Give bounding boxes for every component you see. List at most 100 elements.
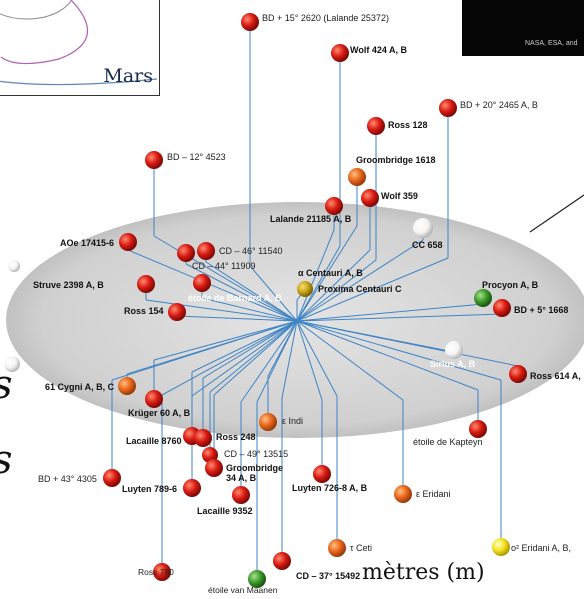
orbit-arc — [0, 0, 88, 65]
star-cd37 — [273, 552, 291, 570]
star-kapteyn — [469, 420, 487, 438]
radial-line-groombridge34 — [213, 320, 298, 396]
star-epseridani — [394, 485, 412, 503]
star-label-groombridge1618: Groombridge 1618 — [356, 155, 436, 165]
radial-line-barnard — [201, 297, 298, 322]
star-groombridge34 — [205, 459, 223, 477]
star-label-cc658: CC 658 — [412, 240, 443, 250]
radial-line-bd20 — [296, 257, 449, 322]
photo-panel — [462, 0, 584, 56]
radial-line-cc658 — [296, 239, 424, 322]
star-label-proxima: Proxima Centauri C — [318, 284, 402, 294]
star-label-epseridani: ε Eridani — [416, 489, 451, 499]
radial-line-wolf424 — [296, 245, 341, 322]
star-label-epsindi: ε Indi — [282, 416, 304, 426]
star-label-sirius: Sirius A, B — [430, 359, 476, 369]
star-bd43 — [103, 469, 121, 487]
star-label-ross614: Ross 614 A, — [530, 371, 581, 381]
radial-line-vanmaanen — [256, 320, 298, 403]
radial-line-aoe — [127, 249, 298, 322]
radial-line-kapteyn — [296, 320, 479, 391]
star-ross248 — [194, 429, 212, 447]
star-label-ross154: Ross 154 — [124, 306, 164, 316]
star-wolf359 — [361, 189, 379, 207]
star-label-vanmaanen: étoile van Maanen — [208, 585, 278, 595]
radial-line-tauceti — [296, 320, 338, 397]
star-sirius — [445, 341, 463, 359]
star-label-lacaille8760: Lacaille 8760 — [126, 436, 182, 446]
star-procyon — [474, 289, 492, 307]
radial-line-cd49 — [209, 320, 298, 393]
star-lacaille9352 — [232, 486, 250, 504]
star-label-bd20: BD + 20° 2465 A, B — [460, 100, 538, 110]
mars-label: Mars — [103, 65, 153, 87]
star-label-61cygni: 61 Cygni A, B, C — [45, 382, 115, 392]
star-label-bd43: BD + 43° 4305 — [38, 474, 97, 484]
star-ross614 — [509, 365, 527, 383]
star-ross128 — [367, 117, 385, 135]
star-alphacen — [297, 281, 313, 297]
star-label-ross128: Ross 128 — [388, 120, 428, 130]
radial-line-luyten789 — [191, 320, 298, 397]
star-label-bd5: BD + 5° 1668 — [514, 305, 569, 315]
star-edge-0 — [4, 356, 20, 372]
star-lalande21185 — [325, 197, 343, 215]
radial-line-o2eridani — [296, 320, 502, 381]
star-label-ross248: Ross 248 — [216, 432, 256, 442]
star-o2eridani — [492, 538, 510, 556]
text-fragment-s: s — [0, 362, 13, 408]
star-luyten726 — [313, 465, 331, 483]
star-ross154 — [168, 303, 186, 321]
star-label-cd46: CD – 46° 11540 — [219, 246, 283, 256]
star-label-alphacen: α Centauri A, B — [298, 268, 363, 278]
orbit-drawing — [0, 0, 158, 86]
radial-line-kruger60 — [153, 320, 298, 361]
star-cd46 — [197, 242, 215, 260]
star-bd20 — [439, 99, 457, 117]
radial-line-cd37 — [281, 320, 298, 399]
star-aoe — [119, 233, 137, 251]
radial-line-struve — [145, 299, 298, 322]
star-bd15 — [241, 13, 259, 31]
star-label-kapteyn: étoile de Kapteyn — [413, 437, 483, 447]
star-label-aoe: AOe 17415-6 — [60, 238, 115, 248]
radial-line-bd43 — [111, 320, 298, 381]
radial-line-ross128 — [296, 259, 377, 322]
star-label-wolf424: Wolf 424 A, B — [350, 45, 408, 55]
star-bd5 — [493, 299, 511, 317]
radial-line-ross248 — [202, 320, 298, 379]
star-tauceti — [328, 539, 346, 557]
radial-line-procyon — [296, 303, 484, 322]
star-label-bd12: BD – 12° 4523 — [167, 152, 226, 162]
mars-orbit-inset: Mars — [0, 0, 160, 96]
radial-line-lalande21185 — [296, 229, 335, 322]
mars-orbit — [0, 78, 158, 86]
star-label-luyten789: Luyten 789-6 — [122, 484, 178, 494]
radial-line-lacaille8760 — [191, 320, 298, 373]
star-epsindi — [259, 413, 277, 431]
star-label-barnard: étoile de Barnard A, B — [188, 293, 282, 303]
star-cygni61 — [118, 377, 136, 395]
star-kruger60 — [145, 390, 163, 408]
star-label-kruger60: Krüger 60 A, B — [128, 408, 191, 418]
star-label-cd49: CD – 49° 13515 — [224, 449, 289, 459]
star-label-wolf359: Wolf 359 — [381, 191, 418, 201]
star-label-cd44: CD – 44° 11909 — [192, 261, 256, 271]
radial-line-groombridge1618 — [296, 225, 358, 322]
star-label-lacaille9352: Lacaille 9352 — [197, 506, 253, 516]
radial-line-epseridani — [296, 320, 404, 401]
star-vanmaanen — [248, 570, 266, 588]
star-label-struve: Struve 2398 A, B — [33, 280, 104, 290]
star-edge-1 — [8, 260, 20, 272]
radial-line-ross780 — [161, 320, 298, 396]
star-label-tauceti: τ Ceti — [350, 543, 373, 553]
radial-line-wolf359 — [296, 249, 371, 322]
star-ross780 — [153, 563, 171, 581]
connection-lines — [111, 22, 519, 579]
star-label-ross780: Ross 780 — [138, 567, 174, 577]
star-cd44 — [177, 244, 195, 262]
star-cc658 — [413, 218, 433, 238]
star-wolf424 — [331, 44, 349, 62]
